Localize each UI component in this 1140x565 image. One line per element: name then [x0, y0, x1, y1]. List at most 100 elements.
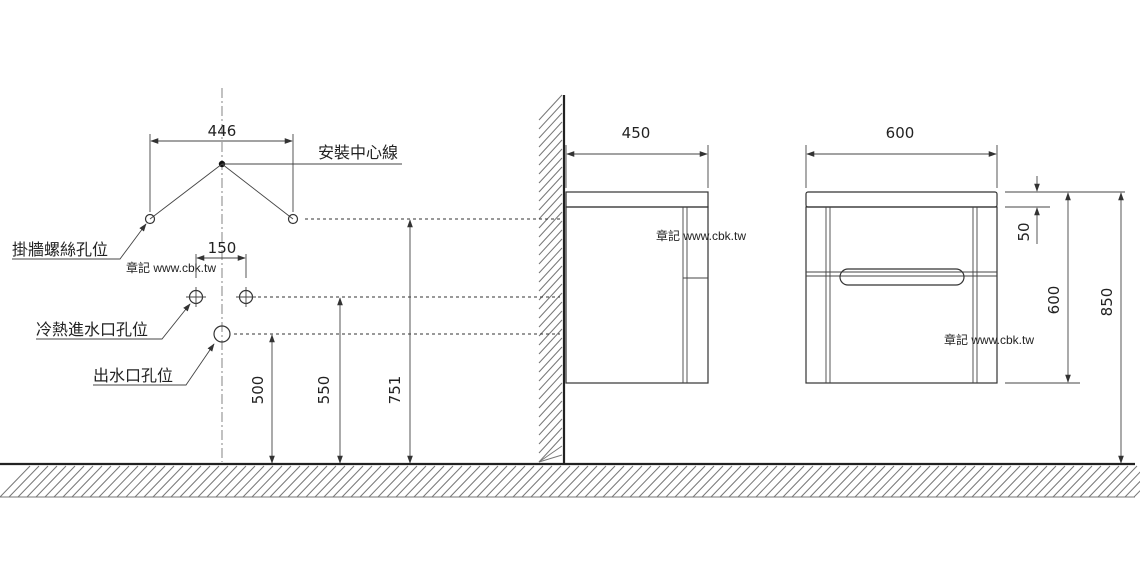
floor-hatch-stroke	[1088, 465, 1120, 498]
floor-hatch-stroke	[980, 465, 1012, 498]
wall-hatch-stroke	[538, 139, 563, 166]
wall-hatch-stroke	[538, 121, 563, 148]
floor-hatch-stroke	[809, 465, 841, 498]
floor-hatch-stroke	[548, 465, 580, 498]
water-outlet-leader	[93, 343, 215, 386]
floor-hatch-stroke	[422, 465, 454, 498]
floor-hatch-stroke	[1106, 465, 1138, 498]
floor-hatch-stroke	[17, 465, 49, 498]
v-line-left	[149, 163, 223, 220]
floor-hatch-stroke	[431, 465, 463, 498]
floor-hatch-stroke	[449, 465, 481, 498]
wall-hatch-stroke	[538, 130, 563, 157]
floor-hatch-stroke	[476, 465, 508, 498]
floor-hatch-stroke	[755, 465, 787, 498]
side-countertop	[565, 191, 709, 208]
floor-hatch-stroke	[125, 465, 157, 498]
watermark-left: 章記 www.cbk.tw	[126, 260, 216, 275]
floor-hatch-stroke	[836, 465, 868, 498]
floor-hatch-stroke	[278, 465, 310, 498]
floor-hatch-stroke	[440, 465, 472, 498]
wall-hatch-stroke	[538, 247, 563, 274]
wall-hatch-stroke	[538, 454, 563, 463]
floor-hatch-stroke	[359, 465, 391, 498]
floor-hatch-stroke	[287, 465, 319, 498]
floor-hatch-stroke	[134, 465, 166, 498]
wall-screw-holes-label: 掛牆螺絲孔位	[12, 240, 108, 259]
floor-hatch-stroke	[80, 465, 112, 498]
floor-hatch-stroke	[350, 465, 382, 498]
floor-hatch-stroke	[575, 465, 607, 498]
floor-hatch-stroke	[1070, 465, 1102, 498]
floor-hatch-stroke	[818, 465, 850, 498]
wall-hatch-stroke	[538, 274, 563, 301]
floor-hatch-stroke	[1034, 465, 1066, 498]
floor-hatch-stroke	[800, 465, 832, 498]
front-drawer-handle	[839, 268, 965, 286]
wall-hatch-stroke	[538, 229, 563, 256]
floor-hatch-stroke	[152, 465, 184, 498]
screw-spacing-value: 446	[208, 122, 237, 140]
floor-hatch-stroke	[989, 465, 1021, 498]
v-line-right	[221, 163, 294, 220]
floor-hatch-stroke	[584, 465, 616, 498]
wall-hatch-stroke	[538, 346, 563, 373]
depth-value: 450	[622, 124, 651, 142]
water-inlet-leader	[36, 303, 191, 340]
floor-hatch-stroke	[1025, 465, 1057, 498]
floor-hatch-stroke	[539, 465, 571, 498]
floor-hatch-stroke	[1097, 465, 1129, 498]
floor-hatch-stroke	[602, 465, 634, 498]
floor-hatch-stroke	[647, 465, 679, 498]
floor-hatch-stroke	[719, 465, 751, 498]
floor-hatch-stroke	[116, 465, 148, 498]
floor-hatch-stroke	[269, 465, 301, 498]
floor-hatch-stroke	[665, 465, 697, 498]
floor-hatch-stroke	[917, 465, 949, 498]
wall-hatch-stroke	[538, 193, 563, 220]
floor-hatch-stroke	[71, 465, 103, 498]
wall-hatch-stroke	[538, 265, 563, 292]
body-height-value: 600	[1045, 286, 1063, 315]
wall-hatch-stroke	[538, 328, 563, 355]
floor-hatch-stroke	[935, 465, 967, 498]
floor-hatch-stroke	[1007, 465, 1039, 498]
floor-hatch-stroke	[179, 465, 211, 498]
wall-hatch-stroke	[538, 445, 563, 463]
wall-hatch-stroke	[538, 436, 563, 463]
wall-hatch	[538, 94, 563, 463]
wall-hatch-stroke	[538, 310, 563, 337]
floor-hatch-stroke	[53, 465, 85, 498]
wall-hatch-stroke	[538, 157, 563, 184]
water-inlet-holes-label: 冷熱進水口孔位	[36, 320, 148, 339]
floor-hatch-stroke	[638, 465, 670, 498]
wall-hatch-stroke	[538, 400, 563, 427]
floor-hatch-stroke	[566, 465, 598, 498]
floor-hatch-stroke	[521, 465, 553, 498]
inlet-height-value: 550	[315, 376, 333, 405]
outlet-hole	[213, 325, 231, 343]
floor-hatch-stroke	[215, 465, 247, 498]
floor-hatch-stroke	[773, 465, 805, 498]
wall-hatch-stroke	[538, 94, 563, 121]
floor-hatch-stroke	[332, 465, 364, 498]
wall-hatch-stroke	[538, 256, 563, 283]
floor-hatch-stroke	[170, 465, 202, 498]
floor-hatch-stroke	[395, 465, 427, 498]
wall-hatch-stroke	[538, 373, 563, 400]
floor-hatch-stroke	[746, 465, 778, 498]
floor-hatch-stroke	[485, 465, 517, 498]
floor-hatch-stroke	[764, 465, 796, 498]
floor-hatch-stroke	[233, 465, 265, 498]
wall-hatch-stroke	[538, 238, 563, 265]
floor-hatch-stroke	[224, 465, 256, 498]
floor-hatch-stroke	[710, 465, 742, 498]
screw-hole-right	[287, 213, 299, 225]
floor-hatch-stroke	[197, 465, 229, 498]
floor-hatch-stroke	[260, 465, 292, 498]
floor-hatch-stroke	[188, 465, 220, 498]
total-height-value: 850	[1098, 288, 1116, 317]
floor-hatch-stroke	[701, 465, 733, 498]
floor-hatch-stroke	[863, 465, 895, 498]
